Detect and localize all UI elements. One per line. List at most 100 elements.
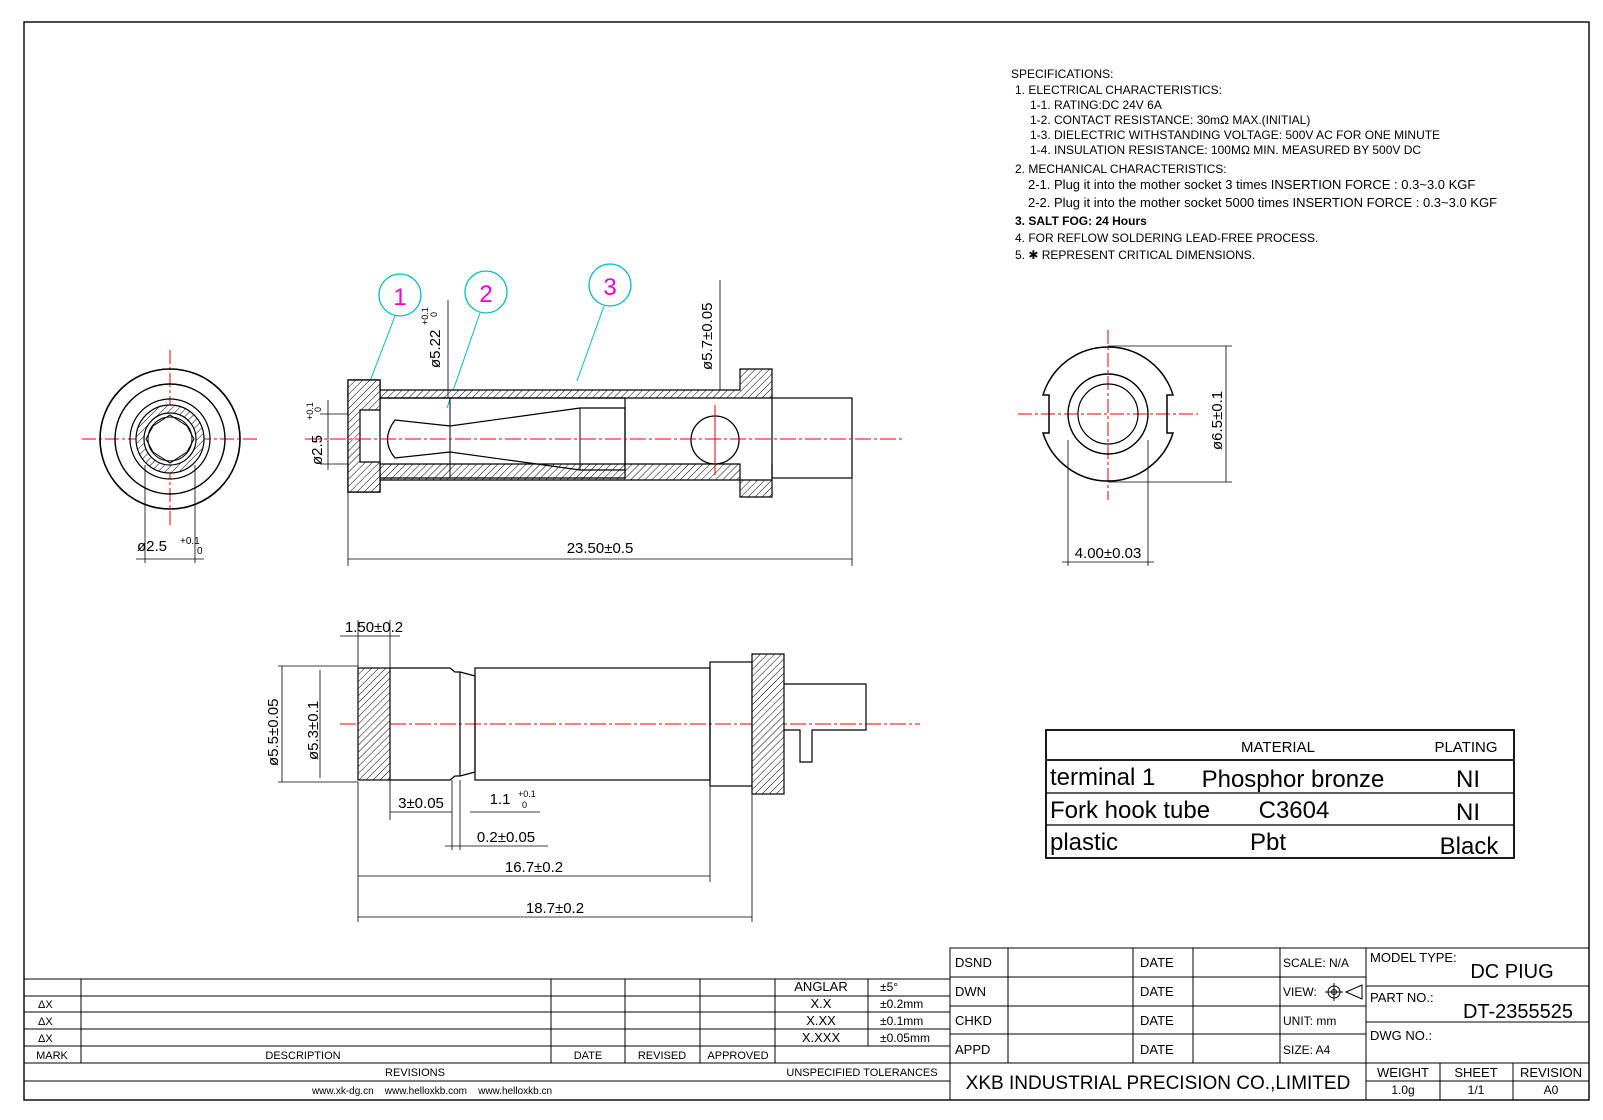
projection-view-icon (1325, 983, 1363, 1001)
balloon-2-label: 2 (479, 281, 492, 308)
material-row-plating: NI (1456, 799, 1480, 826)
material-row-material: Pbt (1250, 829, 1286, 856)
dim-d5-22: ø5.22 (427, 330, 444, 368)
material-row-part: terminal 1 (1050, 764, 1155, 791)
revision-value: A0 (1544, 1083, 1559, 1097)
spec-line: 4. FOR REFLOW SOLDERING LEAD-FREE PROCES… (1015, 231, 1318, 245)
tolerance-label: X.XX (806, 1013, 836, 1028)
material-row-plating: NI (1456, 766, 1480, 793)
material-row-plating: Black (1440, 833, 1500, 860)
dim-tol-plus: +0.1 (180, 536, 200, 547)
spec-line: 1. ELECTRICAL CHARACTERISTICS: (1015, 83, 1222, 97)
spec-line: 1-3. DIELECTRIC WITHSTANDING VOLTAGE: 50… (1030, 128, 1440, 142)
tolerance-value: ±0.05mm (880, 1031, 930, 1045)
dim-tol-zero: 0 (197, 546, 203, 557)
revision-header-approved: APPROVED (707, 1050, 768, 1062)
revision-header-mark: MARK (36, 1050, 68, 1062)
company-name: XKB INDUSTRIAL PRECISION CO.,LIMITED (966, 1073, 1351, 1094)
tolerance-label: ANGLAR (794, 979, 847, 994)
weight-label: WEIGHT (1377, 1065, 1429, 1080)
dim-tol-zero-522: 0 (429, 312, 439, 317)
revisions-footer: REVISIONS (385, 1067, 445, 1079)
signoff-date-label: DATE (1140, 955, 1174, 970)
tolerance-value: ±0.2mm (880, 997, 923, 1011)
dim-d5-3: ø5.3±0.1 (305, 701, 322, 760)
dim-w-4-00: 4.00±0.03 (1075, 545, 1142, 562)
spec-line: 3. SALT FOG: 24 Hours (1015, 214, 1147, 228)
dim-w-1-50: 1.50±0.2 (345, 619, 403, 636)
dim-tol-zero-side: 0 (313, 407, 323, 412)
spec-line: 1-2. CONTACT RESISTANCE: 30mΩ MAX.(INITI… (1030, 113, 1310, 127)
end-view: ø6.5±0.1 4.00±0.03 (1018, 330, 1232, 566)
scale-label: SCALE: N/A (1283, 956, 1349, 970)
website-links: www.xk-dg.cn www.helloxkb.com www.hellox… (311, 1086, 552, 1097)
signoff-dsnd: DSND (955, 955, 992, 970)
tolerance-value: ±5° (880, 980, 898, 994)
dim-tol-plus-11: +0.1 (518, 789, 536, 799)
spec-line: 2-2. Plug it into the mother socket 5000… (1028, 195, 1497, 210)
signoff-date-label: DATE (1140, 1013, 1174, 1028)
model-type-value: DC PIUG (1470, 961, 1553, 983)
section-view: 1 2 3 23.50±0.5 ø2.5 +0.1 0 (305, 263, 905, 566)
material-row-material: Phosphor bronze (1202, 766, 1385, 793)
balloon-1 (378, 273, 422, 317)
dim-tol-plus-side: +0.1 (305, 402, 315, 420)
spec-line: 5. ✱ REPRESENT CRITICAL DIMENSIONS. (1015, 248, 1255, 262)
signoff-dwn: DWN (955, 984, 986, 999)
spec-line: 2. MECHANICAL CHARACTERISTICS: (1015, 162, 1227, 176)
weight-value: 1.0g (1391, 1083, 1414, 1097)
balloon-3 (588, 263, 632, 307)
signoff-chkd: CHKD (955, 1013, 992, 1028)
revision-header-date: DATE (574, 1050, 603, 1062)
spec-line: 2-1. Plug it into the mother socket 3 ti… (1028, 177, 1475, 192)
dim-d2-5-side: ø2.5 (309, 435, 326, 465)
revisions-table (24, 948, 1589, 1100)
side-view: 1.50±0.2 ø5.5±0.05 ø5.3±0.1 3±0.05 1.1 +… (265, 619, 920, 922)
revision-mark: ΔX (38, 999, 53, 1011)
material-row-part: Fork hook tube (1050, 797, 1210, 824)
revision-label: REVISION (1520, 1065, 1582, 1080)
dim-length-23-5: 23.50±0.5 (567, 540, 634, 557)
sheet-border (23, 21, 1590, 1101)
signoff-date-label: DATE (1140, 984, 1174, 999)
plating-header: PLATING (1434, 739, 1497, 756)
sheet-value: 1/1 (1468, 1083, 1485, 1097)
part-no-label: PART NO.: (1370, 990, 1434, 1005)
dwg-no-label: DWG NO.: (1370, 1028, 1432, 1043)
revision-header-revised: REVISED (638, 1050, 686, 1062)
dim-tol-zero-11: 0 (522, 800, 527, 810)
dim-d5-5: ø5.5±0.05 (265, 699, 282, 766)
front-view: ø2.5 +0.1 0 (82, 350, 260, 563)
spec-header: SPECIFICATIONS: (1011, 67, 1113, 81)
signoff-grid (949, 947, 1590, 1101)
tolerance-value: ±0.1mm (880, 1014, 923, 1028)
dim-length-16-7: 16.7±0.2 (505, 859, 563, 876)
balloon-3-label: 3 (603, 274, 616, 301)
spec-line: 1-4. INSULATION RESISTANCE: 100MΩ MIN. M… (1030, 143, 1421, 157)
material-table: MATERIAL PLATING terminal 1 Phosphor bro… (1045, 729, 1515, 860)
specifications-block: SPECIFICATIONS: 1. ELECTRICAL CHARACTERI… (1011, 67, 1497, 262)
dim-w-0-2: 0.2±0.05 (477, 829, 535, 846)
view-label: VIEW: (1283, 985, 1317, 999)
material-header: MATERIAL (1241, 739, 1315, 756)
dim-d5-7: ø5.7±0.05 (699, 303, 716, 370)
dim-w-1-1: 1.1 (490, 791, 511, 808)
tolerance-label: X.X (811, 996, 832, 1011)
revision-mark: ΔX (38, 1016, 53, 1028)
model-type-label: MODEL TYPE: (1370, 950, 1457, 965)
unit-label: UNIT: mm (1283, 1014, 1336, 1028)
material-row-material: C3604 (1259, 797, 1330, 824)
sheet-label: SHEET (1454, 1065, 1497, 1080)
tolerance-label: X.XXX (802, 1030, 841, 1045)
dim-tol-plus-522: +0.1 (420, 307, 430, 325)
dim-w-3: 3±0.05 (398, 795, 444, 812)
revision-header-description: DESCRIPTION (265, 1050, 340, 1062)
dim-d6-5: ø6.5±0.1 (1209, 391, 1226, 450)
size-label: SIZE: A4 (1283, 1043, 1331, 1057)
balloon-1-label: 1 (393, 284, 406, 311)
spec-line: 1-1. RATING:DC 24V 6A (1030, 98, 1162, 112)
dim-d2-5-front: ø2.5 (137, 538, 167, 555)
balloon-2 (464, 270, 508, 314)
tolerance-footer: UNSPECIFIED TOLERANCES (786, 1067, 937, 1079)
